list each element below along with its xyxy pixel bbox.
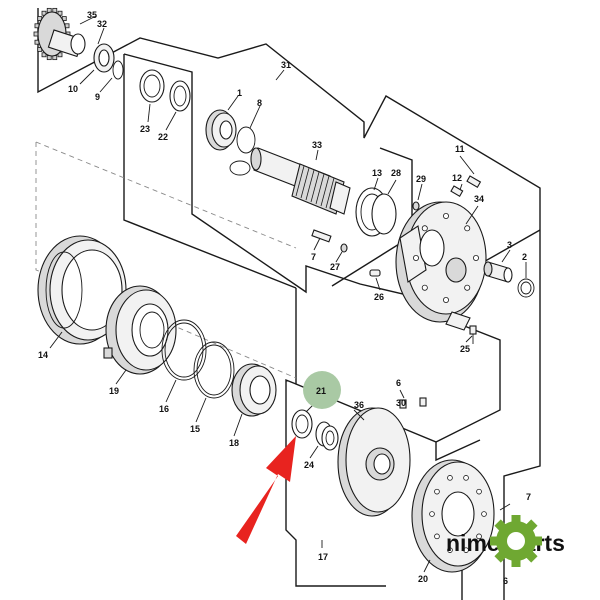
label-12: 12	[452, 173, 462, 183]
plate-20	[411, 459, 495, 573]
label-31: 31	[281, 60, 291, 70]
label-17: 17	[318, 552, 328, 562]
gear-logo-icon	[490, 515, 542, 567]
label-25: 25	[460, 344, 470, 354]
pin-27	[340, 243, 348, 253]
outline-main	[37, 8, 541, 600]
outline-seal-box	[331, 147, 413, 287]
rings-24	[315, 421, 339, 451]
label-23: 23	[140, 124, 150, 134]
housing-34	[395, 201, 487, 323]
disc-36	[337, 407, 411, 517]
label-19: 19	[109, 386, 119, 396]
bearing-18	[231, 363, 277, 417]
label-34: 34	[474, 194, 484, 204]
label-18: 18	[229, 438, 239, 448]
bearing-1	[205, 109, 237, 151]
rings-23-22	[139, 69, 191, 112]
label-7b: 7	[526, 492, 531, 502]
label-1: 1	[237, 88, 242, 98]
pin-29	[412, 201, 420, 211]
ring-9	[112, 60, 124, 80]
label-16: 16	[159, 404, 169, 414]
screw-25	[469, 325, 477, 344]
drum-14	[37, 235, 127, 345]
bearing-32	[93, 43, 115, 73]
part-labels: 35 32 10 9 23 22 1 8 31 33 7 27 13 28 29…	[38, 10, 531, 586]
outline-right	[435, 317, 501, 443]
label-15: 15	[190, 424, 200, 434]
label-10: 10	[68, 84, 78, 94]
label-32: 32	[97, 19, 107, 29]
red-arrow	[236, 436, 296, 544]
label-35: 35	[87, 10, 97, 20]
ring-16	[161, 319, 207, 381]
label-30: 30	[396, 398, 406, 408]
dash-left	[35, 142, 105, 297]
shaft-33	[250, 147, 351, 215]
label-21: 21	[316, 386, 326, 396]
label-9: 9	[95, 92, 100, 102]
label-7a: 7	[311, 252, 316, 262]
label-33: 33	[312, 140, 322, 150]
label-2: 2	[522, 252, 527, 262]
label-6a: 6	[396, 378, 401, 388]
label-8: 8	[257, 98, 262, 108]
label-27: 27	[330, 262, 340, 272]
label-11: 11	[455, 144, 465, 154]
label-26: 26	[374, 292, 384, 302]
tag-plate	[445, 311, 471, 331]
label-14: 14	[38, 350, 48, 360]
ring-15	[193, 341, 235, 399]
pin-7	[311, 229, 332, 243]
label-3: 3	[507, 240, 512, 250]
outline-shaft-box	[123, 54, 297, 289]
leader-lines	[49, 15, 527, 573]
label-28: 28	[391, 168, 401, 178]
snap-ring	[229, 160, 251, 176]
label-20: 20	[418, 574, 428, 584]
bolts-11-12	[450, 175, 482, 197]
label-22: 22	[158, 132, 168, 142]
highlight-21	[303, 371, 341, 409]
label-24: 24	[304, 460, 314, 470]
dowel-26	[369, 269, 381, 277]
ring-8	[236, 126, 256, 154]
piston-19	[103, 285, 177, 375]
label-29: 29	[416, 174, 426, 184]
label-6b: 6	[503, 576, 508, 586]
ring-21	[291, 409, 313, 439]
dash-bottom	[103, 295, 297, 379]
seal-13-28	[355, 187, 397, 237]
label-36: 36	[354, 400, 364, 410]
gear-35	[33, 7, 86, 61]
brand-watermark: nimerparts	[446, 515, 565, 567]
ring-2	[517, 278, 535, 298]
dash-top	[35, 141, 297, 249]
bushing-3	[483, 261, 513, 283]
label-13: 13	[372, 168, 382, 178]
outline-lower	[285, 378, 386, 587]
group-outlines	[35, 8, 541, 600]
bolts-30	[399, 397, 427, 409]
